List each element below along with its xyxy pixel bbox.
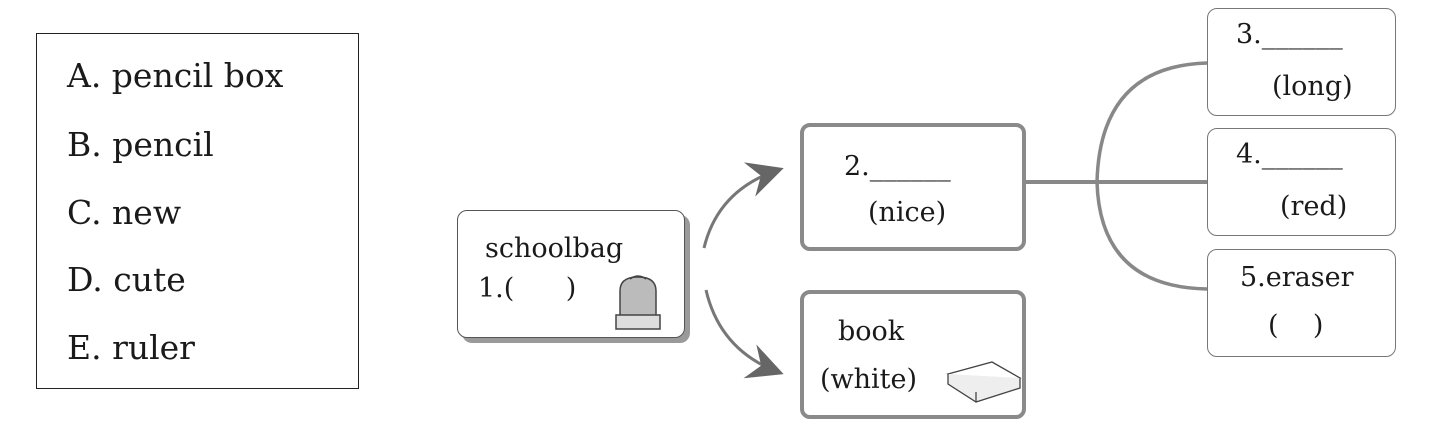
- answer-blank-4[interactable]: 4.______: [1236, 139, 1343, 170]
- hint-red: (red): [1280, 191, 1348, 222]
- backpack-icon: [615, 275, 661, 330]
- hint-nice: (nice): [868, 197, 947, 228]
- eraser-label: 5.eraser: [1240, 262, 1354, 293]
- arrow-to-item2: [702, 162, 784, 249]
- item4-node: 4.______ (red): [1207, 128, 1396, 236]
- item5-node: 5.eraser ( ): [1207, 249, 1396, 357]
- hint-long: (long): [1272, 71, 1353, 102]
- bracket-curve: [1095, 61, 1208, 291]
- option-d: D. cute: [67, 260, 186, 299]
- option-c: C. new: [67, 193, 182, 232]
- item3-node: 3.______ (long): [1207, 8, 1396, 116]
- answer-blank-3[interactable]: 3.______: [1236, 19, 1343, 50]
- option-b: B. pencil: [67, 125, 214, 164]
- book-label: book: [838, 316, 905, 347]
- option-a: A. pencil box: [67, 56, 284, 95]
- answer-blank-1[interactable]: 1.( ): [478, 273, 577, 304]
- arrow-to-book: [704, 289, 784, 379]
- options-box: A. pencil box B. pencil C. new D. cute E…: [36, 33, 359, 389]
- schoolbag-label: schoolbag: [485, 233, 624, 264]
- hint-white: (white): [820, 364, 918, 395]
- book-node: book (white): [800, 290, 1026, 419]
- item2-node: 2.______ (nice): [800, 123, 1026, 251]
- schoolbag-node: schoolbag 1.( ): [457, 210, 685, 338]
- book-icon: [946, 361, 1022, 403]
- answer-blank-5[interactable]: ( ): [1268, 310, 1324, 341]
- answer-blank-2[interactable]: 2.______: [844, 151, 951, 182]
- option-e: E. ruler: [67, 328, 195, 367]
